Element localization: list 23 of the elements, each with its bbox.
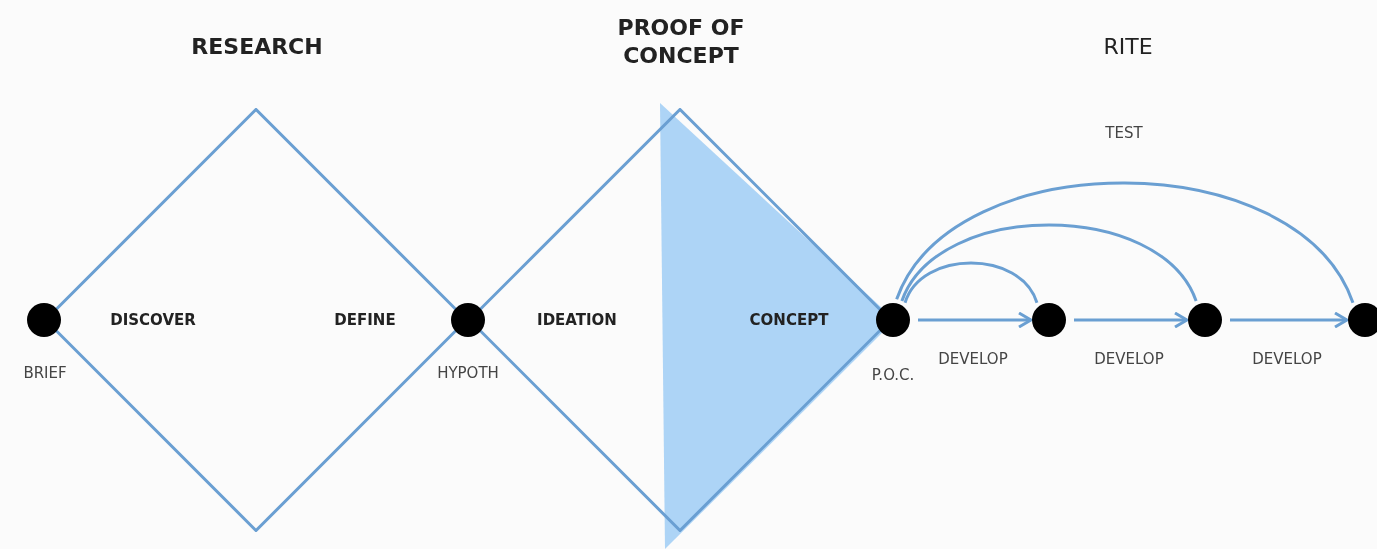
arrow <box>1230 311 1349 329</box>
phase-label: IDEATION <box>537 311 617 329</box>
milestone-dot <box>27 303 61 337</box>
phase-label: CONCEPT <box>749 311 829 329</box>
phase-heading: PROOF OF CONCEPT <box>616 14 746 69</box>
milestone-dot <box>1188 303 1222 337</box>
milestone-dot <box>451 303 485 337</box>
milestone-label: BRIEF <box>23 364 67 382</box>
phase-heading: RESEARCH <box>190 33 324 61</box>
connector-arc <box>900 223 1198 302</box>
milestone-label: HYPOTH <box>437 364 499 382</box>
connector-arc <box>895 181 1355 304</box>
phase-heading: RITE <box>1102 33 1154 61</box>
arc-label: TEST <box>1105 124 1143 142</box>
arrow <box>1074 311 1189 329</box>
milestone-label: P.O.C. <box>871 366 915 384</box>
milestone-dot <box>876 303 910 337</box>
phase-label: DEFINE <box>334 311 396 329</box>
phase-label: DISCOVER <box>110 311 196 329</box>
arrow <box>918 311 1033 329</box>
milestone-dot <box>1348 303 1377 337</box>
milestone-dot <box>1032 303 1066 337</box>
connector-arc <box>903 261 1039 304</box>
